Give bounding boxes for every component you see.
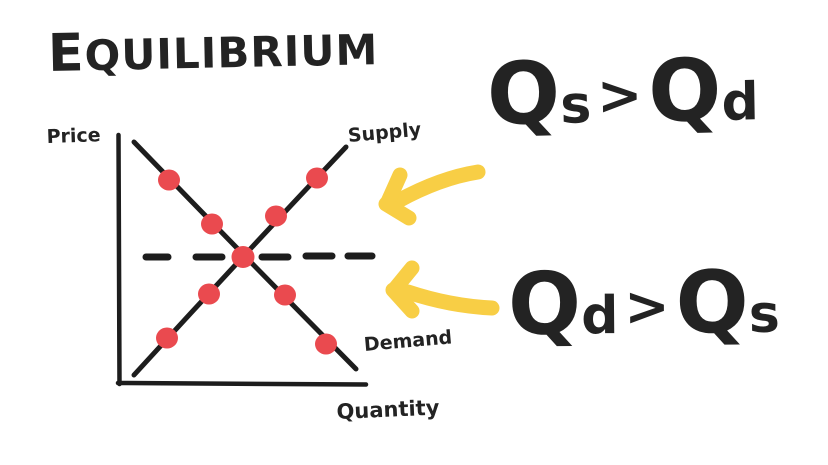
surplus-greater-than: > bbox=[596, 63, 643, 128]
shortage-arrow-icon bbox=[385, 260, 500, 319]
equilibrium-point-marker bbox=[231, 246, 255, 268]
surplus-arrow-icon bbox=[378, 164, 486, 226]
surplus-q1: Q bbox=[486, 43, 561, 145]
surplus-annotation: Qs>Qd bbox=[486, 41, 760, 145]
shortage-greater-than: > bbox=[624, 274, 670, 338]
x-axis-label: Quantity bbox=[336, 395, 440, 424]
surplus-q2: Q bbox=[647, 40, 723, 143]
x-axis bbox=[115, 380, 369, 387]
shortage-annotation: Qd>Qs bbox=[508, 253, 781, 355]
y-axis bbox=[116, 132, 122, 387]
shortage-q1: Q bbox=[507, 254, 582, 355]
shortage-sub2: s bbox=[748, 284, 781, 345]
shortage-q2: Q bbox=[675, 252, 750, 354]
equilibrium-dashed-line bbox=[142, 252, 376, 261]
supply-markers bbox=[156, 167, 328, 349]
surplus-sub2: d bbox=[721, 72, 760, 133]
demand-markers bbox=[158, 169, 337, 355]
shortage-sub1: d bbox=[580, 286, 619, 347]
y-axis-label: Price bbox=[46, 124, 101, 148]
surplus-sub1: s bbox=[559, 75, 592, 136]
